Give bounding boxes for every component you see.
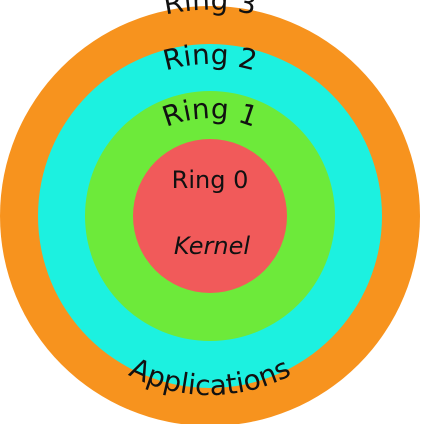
- ring-0-core: [133, 139, 287, 293]
- ring-3-label-path: Ring 3: [161, 0, 259, 21]
- ring-3-label: Ring 3: [161, 0, 259, 21]
- kernel-label: Kernel: [174, 232, 250, 260]
- ring-0-label: Ring 0: [172, 166, 249, 194]
